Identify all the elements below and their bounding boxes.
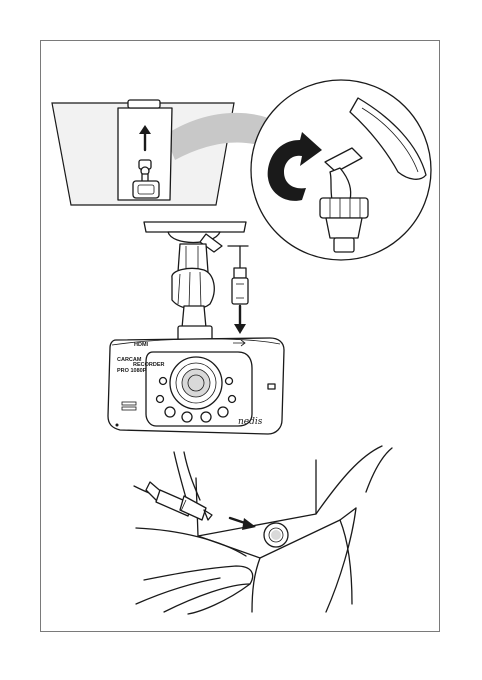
mirror-top-clip — [128, 100, 160, 108]
car-charger-plug — [134, 482, 212, 520]
mirror-stalk-line — [174, 452, 186, 498]
mount-head — [320, 198, 368, 218]
camera-button-4 — [218, 407, 228, 417]
down-arrow-icon — [234, 306, 246, 334]
brand-logo: nedis — [238, 417, 263, 427]
indicator-light — [268, 384, 275, 389]
camera-button-2 — [182, 412, 192, 422]
mount-and-camera-step: HDMI CARCAM RECORDER PRO 1080P nedis — [108, 222, 284, 434]
zoom-detail-circle — [251, 80, 431, 260]
windshield-panel — [52, 100, 268, 205]
car-charger-step — [134, 446, 392, 614]
car-power-socket — [264, 523, 288, 547]
dashcam-body: HDMI CARCAM RECORDER PRO 1080P nedis — [108, 338, 284, 434]
suction-cup-plate — [144, 222, 246, 232]
camera-button-1 — [165, 407, 175, 417]
camera-button-3 — [201, 412, 211, 422]
right-arrow-icon — [230, 518, 256, 530]
hdmi-label: HDMI — [134, 342, 149, 348]
mini-usb-plug — [232, 268, 248, 304]
model-label-line3: PRO 1080P — [117, 368, 147, 374]
